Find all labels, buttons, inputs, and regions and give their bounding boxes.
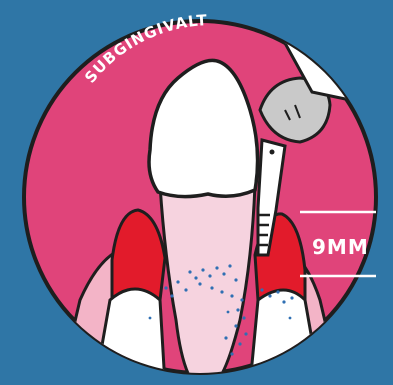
depth-label: 9MM xyxy=(312,235,369,259)
